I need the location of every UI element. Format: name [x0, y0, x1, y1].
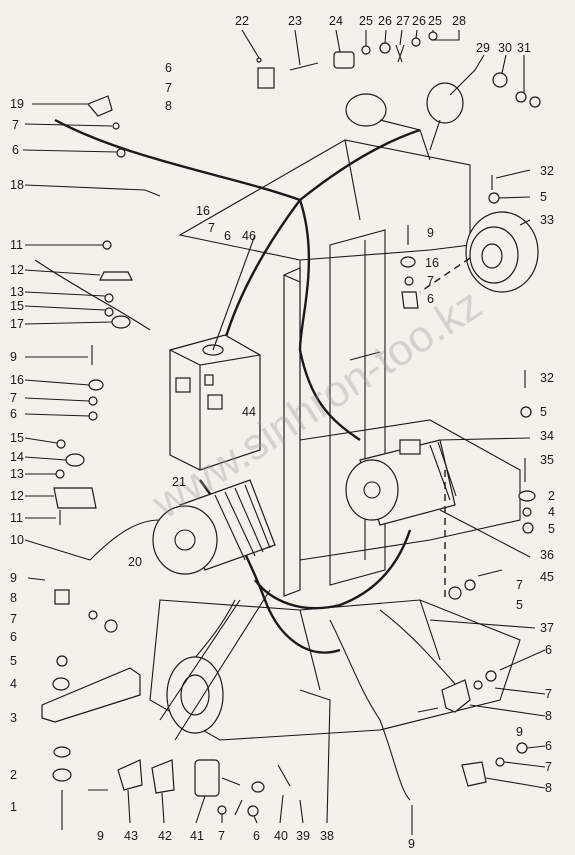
callout-25: 25	[359, 14, 373, 28]
callout-10: 10	[10, 533, 24, 547]
callout-6: 6	[165, 61, 172, 75]
callout-9: 9	[10, 350, 17, 364]
callout-25: 25	[428, 14, 442, 28]
callout-7: 7	[12, 118, 19, 132]
callout-34: 34	[540, 429, 554, 443]
callout-30: 30	[498, 41, 512, 55]
callout-7: 7	[545, 687, 552, 701]
callout-4: 4	[10, 677, 17, 691]
motor-left	[152, 479, 276, 575]
motor-right	[345, 439, 457, 526]
callout-16: 16	[196, 204, 210, 218]
callout-5: 5	[10, 654, 17, 668]
callout-6: 6	[10, 630, 17, 644]
callout-40: 40	[274, 829, 288, 843]
callout-31: 31	[517, 41, 531, 55]
callout-2: 2	[548, 489, 555, 503]
callout-44: 44	[242, 405, 256, 419]
callout-39: 39	[296, 829, 310, 843]
callout-7: 7	[165, 81, 172, 95]
callout-7: 7	[516, 578, 523, 592]
callout-26: 26	[378, 14, 392, 28]
callout-8: 8	[545, 781, 552, 795]
left-hardware	[27, 95, 291, 830]
callout-6: 6	[10, 407, 17, 421]
callout-26: 26	[412, 14, 426, 28]
callout-8: 8	[10, 591, 17, 605]
callout-12: 12	[10, 263, 24, 277]
callout-3: 3	[10, 711, 17, 725]
callout-38: 38	[320, 829, 334, 843]
callout-35: 35	[540, 453, 554, 467]
leader-lines	[22, 29, 546, 824]
callout-9: 9	[427, 226, 434, 240]
callout-1: 1	[10, 800, 17, 814]
callout-46: 46	[242, 229, 256, 243]
callout-15: 15	[10, 431, 24, 445]
callout-16: 16	[425, 256, 439, 270]
callout-numbers: 22 23 24 25 26 27 26 25 28 29 30 31 6 7 …	[10, 14, 555, 851]
callout-9: 9	[516, 725, 523, 739]
callout-5: 5	[540, 405, 547, 419]
callout-37: 37	[540, 621, 554, 635]
callout-6: 6	[12, 143, 19, 157]
callout-7: 7	[10, 612, 17, 626]
callout-2: 2	[10, 768, 17, 782]
right-hardware	[400, 225, 536, 835]
callout-24: 24	[329, 14, 343, 28]
callout-5: 5	[548, 522, 555, 536]
callout-41: 41	[190, 829, 204, 843]
callout-18: 18	[10, 178, 24, 192]
callout-19: 19	[10, 97, 24, 111]
callout-16: 16	[10, 373, 24, 387]
lamp-assembly	[345, 82, 464, 161]
callout-12: 12	[10, 489, 24, 503]
callout-33: 33	[540, 213, 554, 227]
callout-9: 9	[408, 837, 415, 851]
callout-4: 4	[548, 505, 555, 519]
callout-6: 6	[224, 229, 231, 243]
callout-13: 13	[10, 467, 24, 481]
callout-36: 36	[540, 548, 554, 562]
callout-11: 11	[10, 238, 23, 252]
callout-13: 13	[10, 285, 24, 299]
callout-42: 42	[158, 829, 172, 843]
callout-6: 6	[427, 292, 434, 306]
callout-43: 43	[124, 829, 138, 843]
callout-7: 7	[218, 829, 225, 843]
callout-6: 6	[253, 829, 260, 843]
callout-22: 22	[235, 14, 249, 28]
pulley	[419, 211, 539, 293]
callout-8: 8	[545, 709, 552, 723]
callout-29: 29	[476, 41, 490, 55]
callout-9: 9	[10, 571, 17, 585]
callout-14: 14	[10, 450, 24, 464]
callout-5: 5	[540, 190, 547, 204]
callout-7: 7	[10, 391, 17, 405]
callout-6: 6	[545, 643, 552, 657]
callout-21: 21	[172, 475, 186, 489]
callout-32: 32	[540, 164, 554, 178]
callout-32: 32	[540, 371, 554, 385]
control-box	[169, 234, 261, 471]
callout-17: 17	[10, 317, 24, 331]
callout-28: 28	[452, 14, 466, 28]
callout-15: 15	[10, 299, 24, 313]
callout-7: 7	[427, 274, 434, 288]
callout-8: 8	[165, 99, 172, 113]
callout-9: 9	[97, 829, 104, 843]
callout-23: 23	[288, 14, 302, 28]
callout-7: 7	[545, 760, 552, 774]
callout-5: 5	[516, 598, 523, 612]
top-hardware	[256, 31, 541, 204]
callout-7: 7	[208, 221, 215, 235]
callout-27: 27	[396, 14, 410, 28]
callout-6: 6	[545, 739, 552, 753]
callout-11: 11	[10, 511, 23, 525]
callout-45: 45	[540, 570, 554, 584]
wheel	[159, 589, 271, 741]
callout-20: 20	[128, 555, 142, 569]
